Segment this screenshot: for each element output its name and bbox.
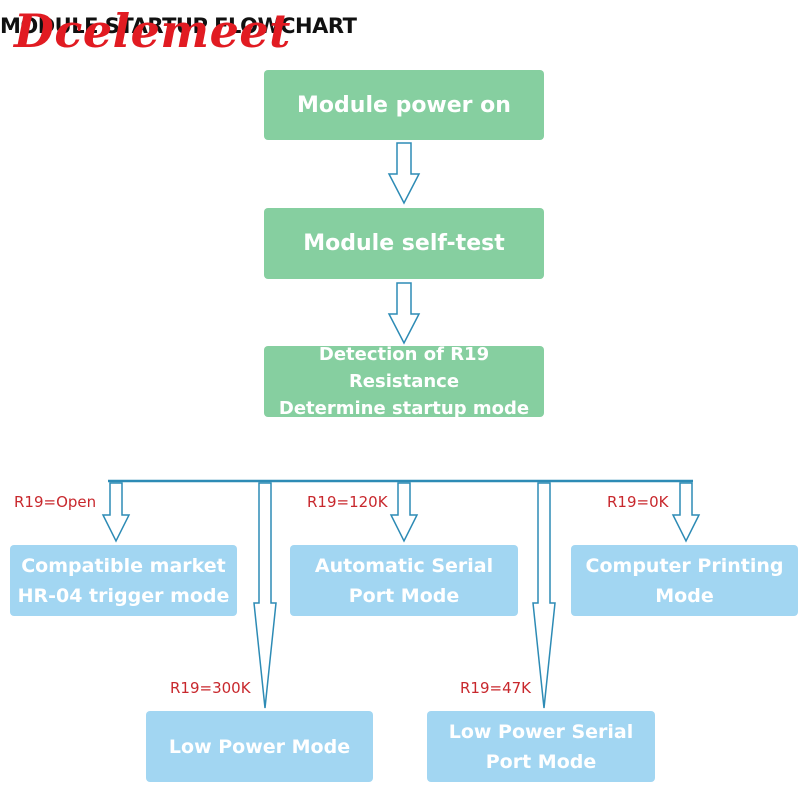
computer-print-line-2: Mode	[655, 584, 714, 607]
mode-computer-printing: Computer Printing Mode	[571, 545, 798, 616]
arrow-to-low-power-serial-mode	[532, 482, 556, 709]
arrow-to-auto-serial-mode	[389, 482, 419, 543]
detection-line-2: Determine startup mode	[278, 398, 530, 419]
auto-serial-line-1: Automatic Serial	[314, 554, 494, 577]
mode-low-power-serial-port: Low Power Serial Port Mode	[427, 711, 655, 782]
step-power-on: Module power on	[264, 70, 544, 140]
detection-line-1: Detection of R19 Resistance	[318, 344, 490, 392]
step-self-test: Module self-test	[264, 208, 544, 279]
condition-label-120k: R19=120K	[307, 493, 388, 511]
hr04-line-2: HR-04 trigger mode	[17, 584, 230, 607]
arrow-to-computer-print-mode	[671, 482, 701, 543]
mode-automatic-serial-port: Automatic Serial Port Mode	[290, 545, 518, 616]
low-power-serial-line-2: Port Mode	[485, 750, 597, 773]
computer-print-line-1: Computer Printing	[585, 554, 784, 577]
brand-watermark-logo: Dcelemeet	[14, 4, 291, 58]
condition-label-300k: R19=300K	[170, 679, 251, 697]
arrow-to-hr04-mode	[101, 482, 131, 543]
arrow-power-to-selftest	[387, 142, 421, 205]
arrow-selftest-to-detection	[387, 282, 421, 345]
mode-hr04-trigger: Compatible market HR-04 trigger mode	[10, 545, 237, 616]
condition-label-0k: R19=0K	[607, 493, 669, 511]
condition-label-open: R19=Open	[14, 493, 97, 511]
step-power-on-label: Module power on	[297, 92, 511, 118]
auto-serial-line-2: Port Mode	[348, 584, 460, 607]
hr04-line-1: Compatible market	[21, 554, 226, 577]
arrow-to-low-power-mode	[253, 482, 277, 709]
step-r19-detection: Detection of R19 Resistance Determine st…	[264, 344, 544, 419]
low-power-label: Low Power Mode	[168, 735, 351, 758]
mode-low-power: Low Power Mode	[146, 711, 373, 782]
condition-label-47k: R19=47K	[460, 679, 532, 697]
page-title: MODULE STARTUP FLOWCHART	[0, 14, 357, 38]
low-power-serial-line-1: Low Power Serial	[448, 720, 634, 743]
step-self-test-label: Module self-test	[303, 231, 505, 256]
